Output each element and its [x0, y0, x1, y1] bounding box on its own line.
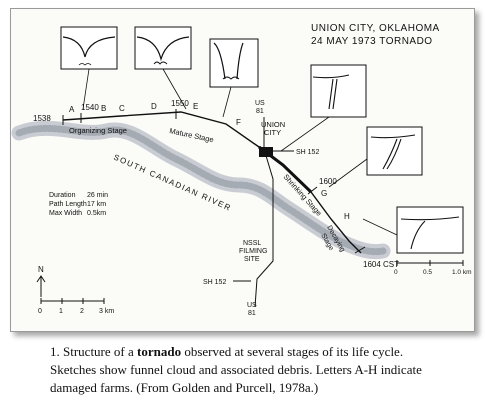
us81-number-top: 81 [256, 108, 264, 115]
nssl-site-line1: NSSL [243, 240, 261, 247]
funnel-sketch-5 [328, 126, 423, 188]
funnel-sketch-1 [60, 26, 118, 110]
time-1540: 1540 [81, 103, 99, 112]
north-label: N [38, 265, 44, 274]
inset-scale-0: 0 [394, 269, 398, 276]
town-name-line2: CITY [264, 128, 281, 137]
us81-label-top: US [255, 100, 265, 107]
scale-tick-0: 0 [38, 308, 42, 315]
funnel-sketch-4 [280, 64, 367, 152]
nssl-site-line2: FILMING [239, 248, 267, 255]
caption-rest: observed at several stages of its life c… [50, 344, 422, 395]
figure-title-line2: 24 MAY 1973 TORNADO [311, 36, 433, 47]
duration-value: 26 min [87, 192, 108, 199]
time-1604: 1604 CST [363, 260, 399, 269]
farm-letter-f: F [236, 118, 241, 127]
figure-card: SOUTH CANADIAN RIVER 1538 1540 1550 1600… [10, 8, 475, 332]
sh152-label-west: SH 152 [203, 279, 226, 286]
inset-scale-bar [396, 260, 464, 266]
farm-letter-e: E [193, 102, 198, 111]
organizing-stage-label: Organizing Stage [69, 126, 127, 135]
farm-letter-c: C [119, 104, 125, 113]
inset-scale-05: 0.5 [423, 269, 432, 276]
sh152-label-east: SH 152 [296, 149, 319, 156]
scale-tick-3: 3 km [99, 308, 114, 315]
funnel-sketch-6 [362, 206, 464, 254]
path-length-value: 17 km [87, 201, 106, 208]
us81-label-bottom: US [247, 302, 257, 309]
us81-road [254, 117, 274, 308]
max-width-label: Max Width [49, 210, 82, 217]
scale-tick-1: 1 [59, 308, 63, 315]
figure-title-line1: UNION CITY, OKLAHOMA [311, 23, 440, 34]
farm-letter-b: B [101, 104, 106, 113]
farm-letter-d: D [151, 102, 157, 111]
figure-caption: 1. Structure of a tornado observed at se… [50, 343, 450, 397]
tornado-track-map: SOUTH CANADIAN RIVER 1538 1540 1550 1600… [11, 23, 472, 317]
max-width-value: 0.5km [87, 210, 106, 217]
town-name-line1: UNION [261, 120, 285, 129]
union-city-block [259, 147, 273, 157]
scale-bar-km [40, 298, 105, 304]
us81-number-bottom: 81 [248, 310, 256, 317]
farm-letter-a: A [69, 105, 75, 114]
time-1550: 1550 [171, 99, 189, 108]
farm-letter-h: H [344, 212, 350, 221]
funnel-sketch-3 [209, 38, 259, 118]
time-1538: 1538 [33, 114, 51, 123]
scale-tick-2: 2 [80, 308, 84, 315]
caption-bold-term: tornado [137, 344, 182, 359]
path-length-label: Path Length [49, 201, 87, 208]
funnel-sketch-2 [134, 26, 192, 110]
time-1600: 1600 [319, 177, 337, 186]
north-arrow-icon [36, 275, 46, 297]
mature-stage-label: Mature Stage [169, 126, 215, 144]
duration-label: Duration [49, 192, 76, 199]
inset-scale-1: 1.0 km [452, 269, 472, 276]
nssl-site-line3: SITE [244, 256, 260, 263]
caption-prefix: 1. Structure of a [50, 344, 138, 359]
farm-letter-g: G [321, 189, 327, 198]
